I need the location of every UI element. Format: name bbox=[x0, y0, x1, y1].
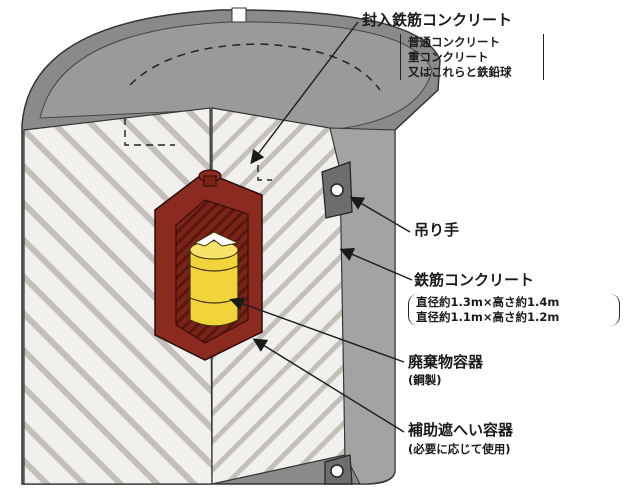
right-shell-band bbox=[329, 127, 396, 485]
label-sealed-concrete: 封入鉄筋コンクリート bbox=[362, 11, 513, 29]
label-aux-shield-note: (必要に応じて使用) bbox=[408, 442, 511, 456]
top-surface bbox=[39, 21, 433, 131]
cavity-outline-left bbox=[124, 118, 175, 146]
label-heavy-concrete: 重コンクリート bbox=[408, 50, 489, 64]
label-rc-container: 鉄筋コンクリート bbox=[414, 271, 535, 289]
leader-rc-container bbox=[339, 247, 413, 281]
handle-lug-lower bbox=[324, 454, 353, 485]
steel-waste-drum bbox=[189, 231, 240, 327]
leader-lines bbox=[229, 21, 413, 433]
label-waste-container: 廃棄物容器 bbox=[408, 353, 484, 371]
handle-lug-upper bbox=[321, 161, 353, 219]
leader-sealed-concrete bbox=[250, 21, 359, 165]
label-dimension-large: 直径約1.3m×高さ約1.4m bbox=[416, 295, 560, 309]
label-normal-concrete: 普通コンクリート bbox=[408, 35, 500, 49]
bracket-sealed-concrete bbox=[400, 34, 544, 80]
cavity-outline-right bbox=[257, 165, 272, 181]
label-dimension-small: 直径約1.1m×高さ約1.2m bbox=[416, 310, 560, 324]
bracket-rc-dimensions bbox=[408, 294, 620, 326]
label-waste-container-steel: (鋼製) bbox=[408, 373, 442, 387]
label-lead-balls: 又はこれらと鉄鉛球 bbox=[408, 65, 512, 79]
leader-aux-shield bbox=[252, 338, 405, 433]
top-notch bbox=[231, 7, 247, 23]
leader-handle bbox=[349, 196, 411, 233]
label-aux-shield: 補助遮へい容器 bbox=[408, 421, 514, 439]
leader-waste-container bbox=[229, 297, 405, 363]
label-handle: 吊り手 bbox=[414, 221, 460, 239]
